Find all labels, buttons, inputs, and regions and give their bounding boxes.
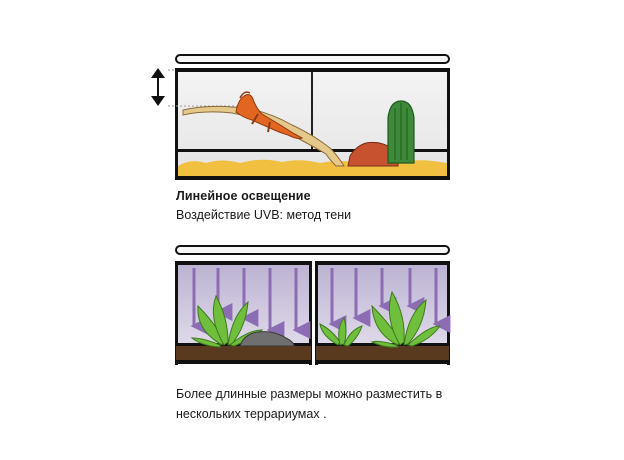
multi-terrarium-illustration bbox=[175, 245, 451, 365]
terrarium-right-frame bbox=[447, 68, 450, 179]
terrarium-base-frame bbox=[175, 176, 450, 180]
cactus-icon bbox=[387, 100, 415, 164]
caption-line-2: нескольких террариумах . bbox=[176, 407, 327, 421]
grey-rock bbox=[239, 331, 295, 347]
terrarium-bottom-rail bbox=[176, 149, 449, 152]
terrarium-top-frame bbox=[175, 68, 450, 72]
lizard-icon bbox=[235, 91, 304, 140]
linear-lighting-title: Линейное освещение bbox=[176, 189, 311, 203]
terrarium-divider bbox=[311, 72, 313, 150]
lamp-tube bbox=[175, 54, 450, 64]
lamp-tube-long bbox=[175, 245, 450, 255]
caption-line-1: Более длинные размеры можно разместить в bbox=[176, 387, 443, 401]
multi-terrarium-caption: Более длинные размеры можно разместить в… bbox=[176, 384, 476, 424]
terrarium-left-frame bbox=[175, 68, 178, 179]
linear-lighting-illustration bbox=[151, 54, 450, 180]
plant-icon bbox=[319, 316, 363, 347]
height-indicator-icon bbox=[151, 68, 240, 107]
plant-icon bbox=[370, 290, 441, 348]
uvb-exposure-subtitle: Воздействие UVB: метод тени bbox=[176, 208, 352, 222]
